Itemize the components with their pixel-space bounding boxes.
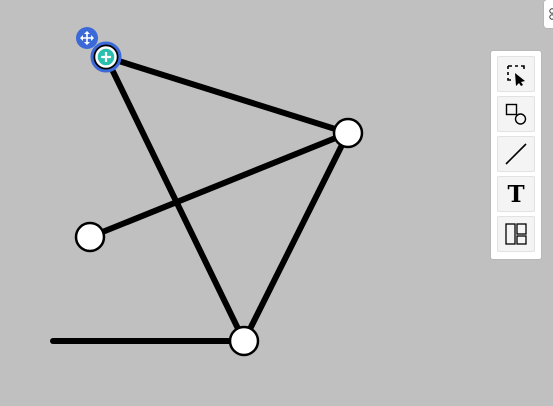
settings-icon	[549, 8, 553, 20]
edge-n1-n2[interactable]	[103, 54, 351, 136]
layout-tool-button[interactable]	[497, 216, 535, 252]
select-area-tool-button[interactable]	[497, 56, 535, 92]
line-tool-button[interactable]	[497, 136, 535, 172]
tool-palette: T	[491, 51, 541, 259]
node-n3[interactable]	[74, 221, 106, 253]
shapes-tool-button[interactable]	[497, 96, 535, 132]
node-n4[interactable]	[228, 325, 260, 357]
plus-circle-icon[interactable]	[96, 47, 116, 67]
edges-layer	[50, 54, 351, 344]
line-icon	[505, 143, 527, 165]
node-n2[interactable]	[332, 117, 364, 149]
select-area-icon	[507, 65, 525, 86]
selection-handles	[76, 27, 122, 73]
move-arrows-icon[interactable]	[76, 27, 98, 49]
edge-n1-n4[interactable]	[103, 54, 247, 344]
shapes-icon	[505, 103, 527, 125]
layout-icon	[505, 223, 527, 245]
text-tool-button[interactable]: T	[497, 176, 535, 212]
settings-button[interactable]	[544, 0, 553, 28]
edge-n3-n2[interactable]	[87, 130, 351, 240]
text-icon: T	[507, 180, 525, 208]
edge-n2-n4[interactable]	[241, 130, 351, 344]
selection-ring	[90, 41, 122, 73]
